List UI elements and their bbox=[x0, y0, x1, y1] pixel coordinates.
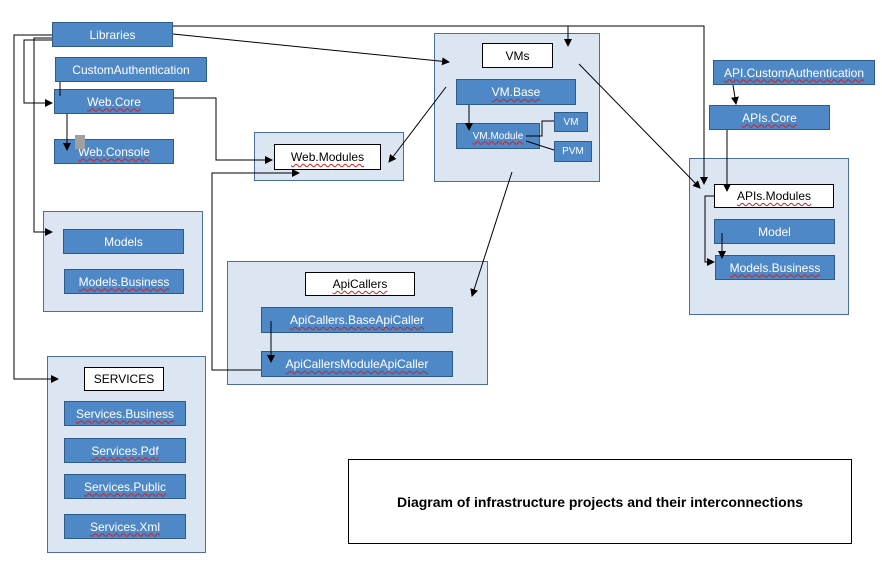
libraries-to-services-arrow bbox=[13, 34, 59, 383]
libraries-to-models-arrow bbox=[33, 37, 53, 236]
api-custom-authentication-box: API.CustomAuthentication bbox=[713, 60, 875, 85]
services-business-box: Services.Business bbox=[64, 401, 186, 426]
web-console-marker bbox=[75, 135, 85, 149]
apis-core-box: APIs.Core bbox=[709, 105, 830, 130]
libraries-to-web-core-arrow bbox=[23, 39, 53, 107]
apicallers-title: ApiCallers bbox=[305, 272, 415, 296]
apicallers-module-box: ApiCallersModuleApiCaller bbox=[261, 351, 453, 377]
api-custom-auth-to-apis-core-arrow bbox=[730, 84, 739, 105]
services-pdf-box: Services.Pdf bbox=[64, 438, 186, 463]
apis-models-business-box: Models.Business bbox=[715, 255, 835, 280]
custom-authentication-box: CustomAuthentication bbox=[55, 57, 207, 82]
pvm-box: PVM bbox=[554, 141, 592, 162]
models-business-box: Models.Business bbox=[64, 269, 184, 294]
apis-modules-title: APIs.Modules bbox=[714, 184, 834, 208]
vm-module-box: VM.Module bbox=[456, 123, 540, 149]
web-modules-title: Web.Modules bbox=[274, 144, 381, 170]
vms-title: VMs bbox=[482, 43, 553, 68]
web-console-box: Web.Console bbox=[54, 139, 174, 164]
apicallers-base-box: ApiCallers.BaseApiCaller bbox=[261, 307, 453, 333]
models-group bbox=[43, 211, 203, 312]
apis-model-box: Model bbox=[714, 219, 835, 244]
services-title: SERVICES bbox=[84, 367, 164, 391]
libraries-box: Libraries bbox=[52, 22, 173, 47]
services-xml-box: Services.Xml bbox=[64, 514, 186, 539]
vm-base-box: VM.Base bbox=[456, 79, 576, 105]
services-public-box: Services.Public bbox=[64, 474, 186, 499]
models-box: Models bbox=[63, 229, 184, 254]
diagram-caption: Diagram of infrastructure projects and t… bbox=[348, 459, 852, 544]
vm-box: VM bbox=[554, 112, 588, 132]
web-core-box: Web.Core bbox=[54, 89, 174, 114]
libraries-to-vms-arrow bbox=[172, 33, 450, 66]
